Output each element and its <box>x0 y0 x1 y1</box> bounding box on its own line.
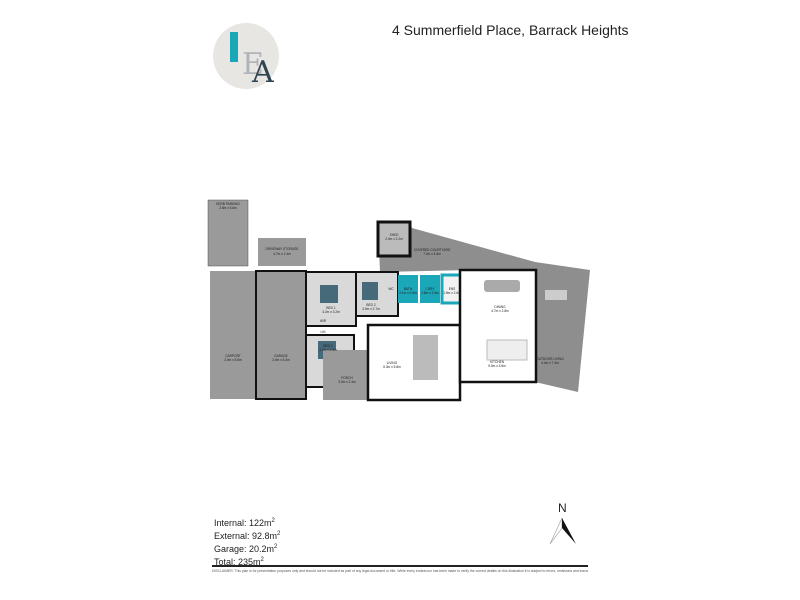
svg-text:N: N <box>558 501 567 515</box>
garage-area-total: Garage: 20.2m2 <box>214 544 278 554</box>
external-area: External: 92.8m2 <box>214 531 281 541</box>
wir-label: WIR <box>320 319 327 323</box>
kerb-parking-size: 2.8m x 5.6m <box>219 206 237 210</box>
outdoor-living-label: OUTDOOR LIVING <box>536 357 564 361</box>
bath-size: 2.1m x 2.6m <box>399 291 417 295</box>
bed1-size: 3.2m x 3.2m <box>322 310 340 314</box>
storage-area <box>258 238 306 266</box>
bed2-label: BED 2 <box>366 303 375 307</box>
laundry-area <box>420 275 440 303</box>
kitchen-size: 5.0m x 3.6m <box>488 364 506 368</box>
bed3-size: 3.2m x 3.3m <box>319 348 337 352</box>
garage-label: GARAGE <box>274 354 288 358</box>
porch-area <box>323 350 368 400</box>
bed3-label: BED 3 <box>323 344 332 348</box>
total-area: Total: 235m2 <box>214 557 264 567</box>
bed2-size: 3.0m x 2.7m <box>362 307 380 311</box>
company-logo: E A <box>213 23 279 90</box>
kitchen-label: KITCHEN <box>490 360 505 364</box>
ensuite-size: 1.9m x 2.6m <box>443 291 461 295</box>
laundry-size: 1.8m x 2.6m <box>421 291 439 295</box>
kerb-parking-area <box>207 199 249 267</box>
lin-label: LIN <box>321 330 327 334</box>
area-summary: Internal: 122m2 External: 92.8m2 Garage:… <box>214 516 280 568</box>
courtyard-size: 7.2m x 4.8m <box>423 252 441 256</box>
laundry-label: L'DRY <box>425 287 435 291</box>
dining-label: DINING <box>494 305 506 309</box>
kerb-parking-label: KERB PARKING <box>216 202 240 206</box>
carport-label: CARPORT <box>225 354 241 358</box>
porch-label: PORCH <box>341 376 353 380</box>
carport-area <box>210 271 256 399</box>
north-arrow-icon: N <box>549 501 576 545</box>
divider <box>212 565 588 567</box>
storage-size: 4.7m x 2.4m <box>273 252 291 256</box>
wc-label: WC <box>388 287 394 291</box>
dining-size: 4.7m x 2.8m <box>491 309 509 313</box>
shed-size: 2.0m x 2.2m <box>385 237 403 241</box>
svg-text:E: E <box>242 47 264 82</box>
living-size: 6.3m x 5.8m <box>383 365 401 369</box>
courtyard-label: COVERED COURTYARD <box>414 248 451 252</box>
garage-size: 3.0m x 6.3m <box>272 358 290 362</box>
internal-area: Internal: 122m2 <box>214 518 275 528</box>
porch-size: 3.0m x 2.4m <box>338 380 356 384</box>
svg-text:A: A <box>251 55 274 90</box>
ensuite-label: ENS <box>449 287 456 291</box>
bed1-label: BED 1 <box>326 306 335 310</box>
bath-label: BATH <box>404 287 413 291</box>
living-label: LIVING <box>387 361 398 365</box>
outdoor-living-size: 4.4m x 7.4m <box>541 361 559 365</box>
property-address: 4 Summerfield Place, Barrack Heights <box>392 22 629 38</box>
garage-area <box>255 270 307 400</box>
carport-size: 3.0m x 5.6m <box>224 358 242 362</box>
bath-area <box>398 275 418 303</box>
storage-label: DRIVEWAY STORAGE <box>265 247 298 251</box>
shed-label: SHED <box>390 233 400 237</box>
disclaimer: DISCLAIMER: This plan is for presentatio… <box>212 569 588 573</box>
shed-area <box>376 220 412 258</box>
